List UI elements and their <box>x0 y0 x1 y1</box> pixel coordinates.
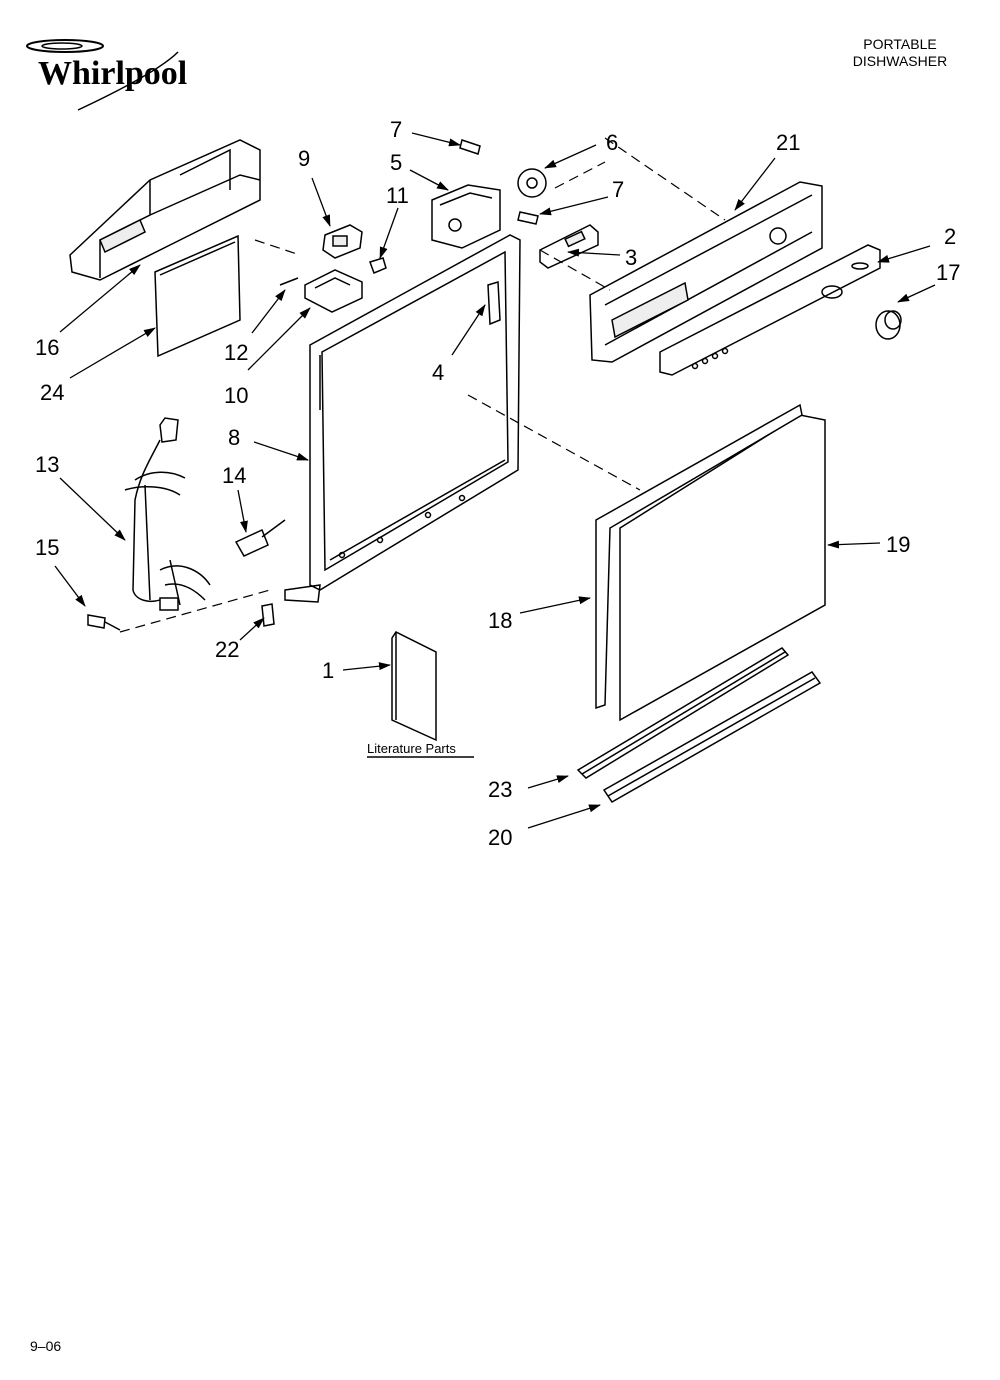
leader-arrows <box>54 132 936 829</box>
part-3-hinge-bracket <box>539 224 599 269</box>
alignment-lines <box>119 137 726 633</box>
part-21-console <box>589 181 823 363</box>
part-7-screw-upper <box>459 139 481 155</box>
footer-code: 9–06 <box>30 1338 62 1354</box>
brand-logo-text: Whirlpool <box>38 55 187 92</box>
callout-20: 20 <box>488 825 512 850</box>
callout-16: 16 <box>35 335 59 360</box>
callout-4: 4 <box>432 360 444 385</box>
product-type-header: PORTABLE DISHWASHER <box>835 36 965 70</box>
callout-15: 15 <box>35 535 59 560</box>
part-23-trim <box>576 647 790 779</box>
callout-18: 18 <box>488 608 512 633</box>
callout-23: 23 <box>488 777 512 802</box>
part-24-panel <box>154 234 241 358</box>
part-15-screw <box>87 614 121 631</box>
part-11-clip <box>369 257 387 274</box>
callout-14: 14 <box>222 463 246 488</box>
part-8-door-frame <box>284 234 521 603</box>
callout-22: 22 <box>215 637 239 662</box>
callout-7-upper: 7 <box>390 117 402 142</box>
callout-labels: 7 5 6 7 3 21 2 17 9 11 12 10 4 8 16 24 1… <box>35 117 960 850</box>
callout-6: 6 <box>606 130 618 155</box>
part-16-housing <box>69 139 261 281</box>
literature-parts-label: Literature Parts <box>367 741 456 756</box>
callout-2: 2 <box>944 224 956 249</box>
callout-11: 11 <box>386 183 409 208</box>
callout-5: 5 <box>390 150 402 175</box>
callout-19: 19 <box>886 532 910 557</box>
part-17-knob <box>875 310 902 340</box>
part-7-screw-lower <box>517 211 539 225</box>
part-12-pin <box>279 277 299 286</box>
callout-10: 10 <box>224 383 248 408</box>
header-line-2: DISHWASHER <box>852 53 948 69</box>
part-5-latch <box>431 184 501 249</box>
callout-17: 17 <box>936 260 960 285</box>
callout-3: 3 <box>625 245 637 270</box>
part-14-sensor <box>234 519 286 557</box>
callout-1: 1 <box>322 658 334 683</box>
callout-13: 13 <box>35 452 59 477</box>
callout-8: 8 <box>228 425 240 450</box>
part-10-bracket <box>304 269 363 313</box>
callout-9: 9 <box>298 146 310 171</box>
callout-7-lower: 7 <box>612 177 624 202</box>
part-22-clip <box>261 603 275 627</box>
part-20-trim <box>602 671 822 803</box>
part-9-switch <box>322 224 363 259</box>
part-18-door-liner <box>595 403 803 710</box>
callout-21: 21 <box>776 130 800 155</box>
brand-logo: Whirlpool <box>26 39 187 111</box>
panel-buttons <box>691 347 729 370</box>
part-1-literature <box>391 631 437 742</box>
part-6-cam <box>517 168 547 198</box>
callout-12: 12 <box>224 340 248 365</box>
part-13-wire-harness <box>124 417 211 611</box>
callout-24: 24 <box>40 380 64 405</box>
brand-logo-swirl-icon <box>26 39 179 111</box>
header-line-1: PORTABLE <box>863 36 937 52</box>
part-2-control-panel <box>659 244 881 376</box>
